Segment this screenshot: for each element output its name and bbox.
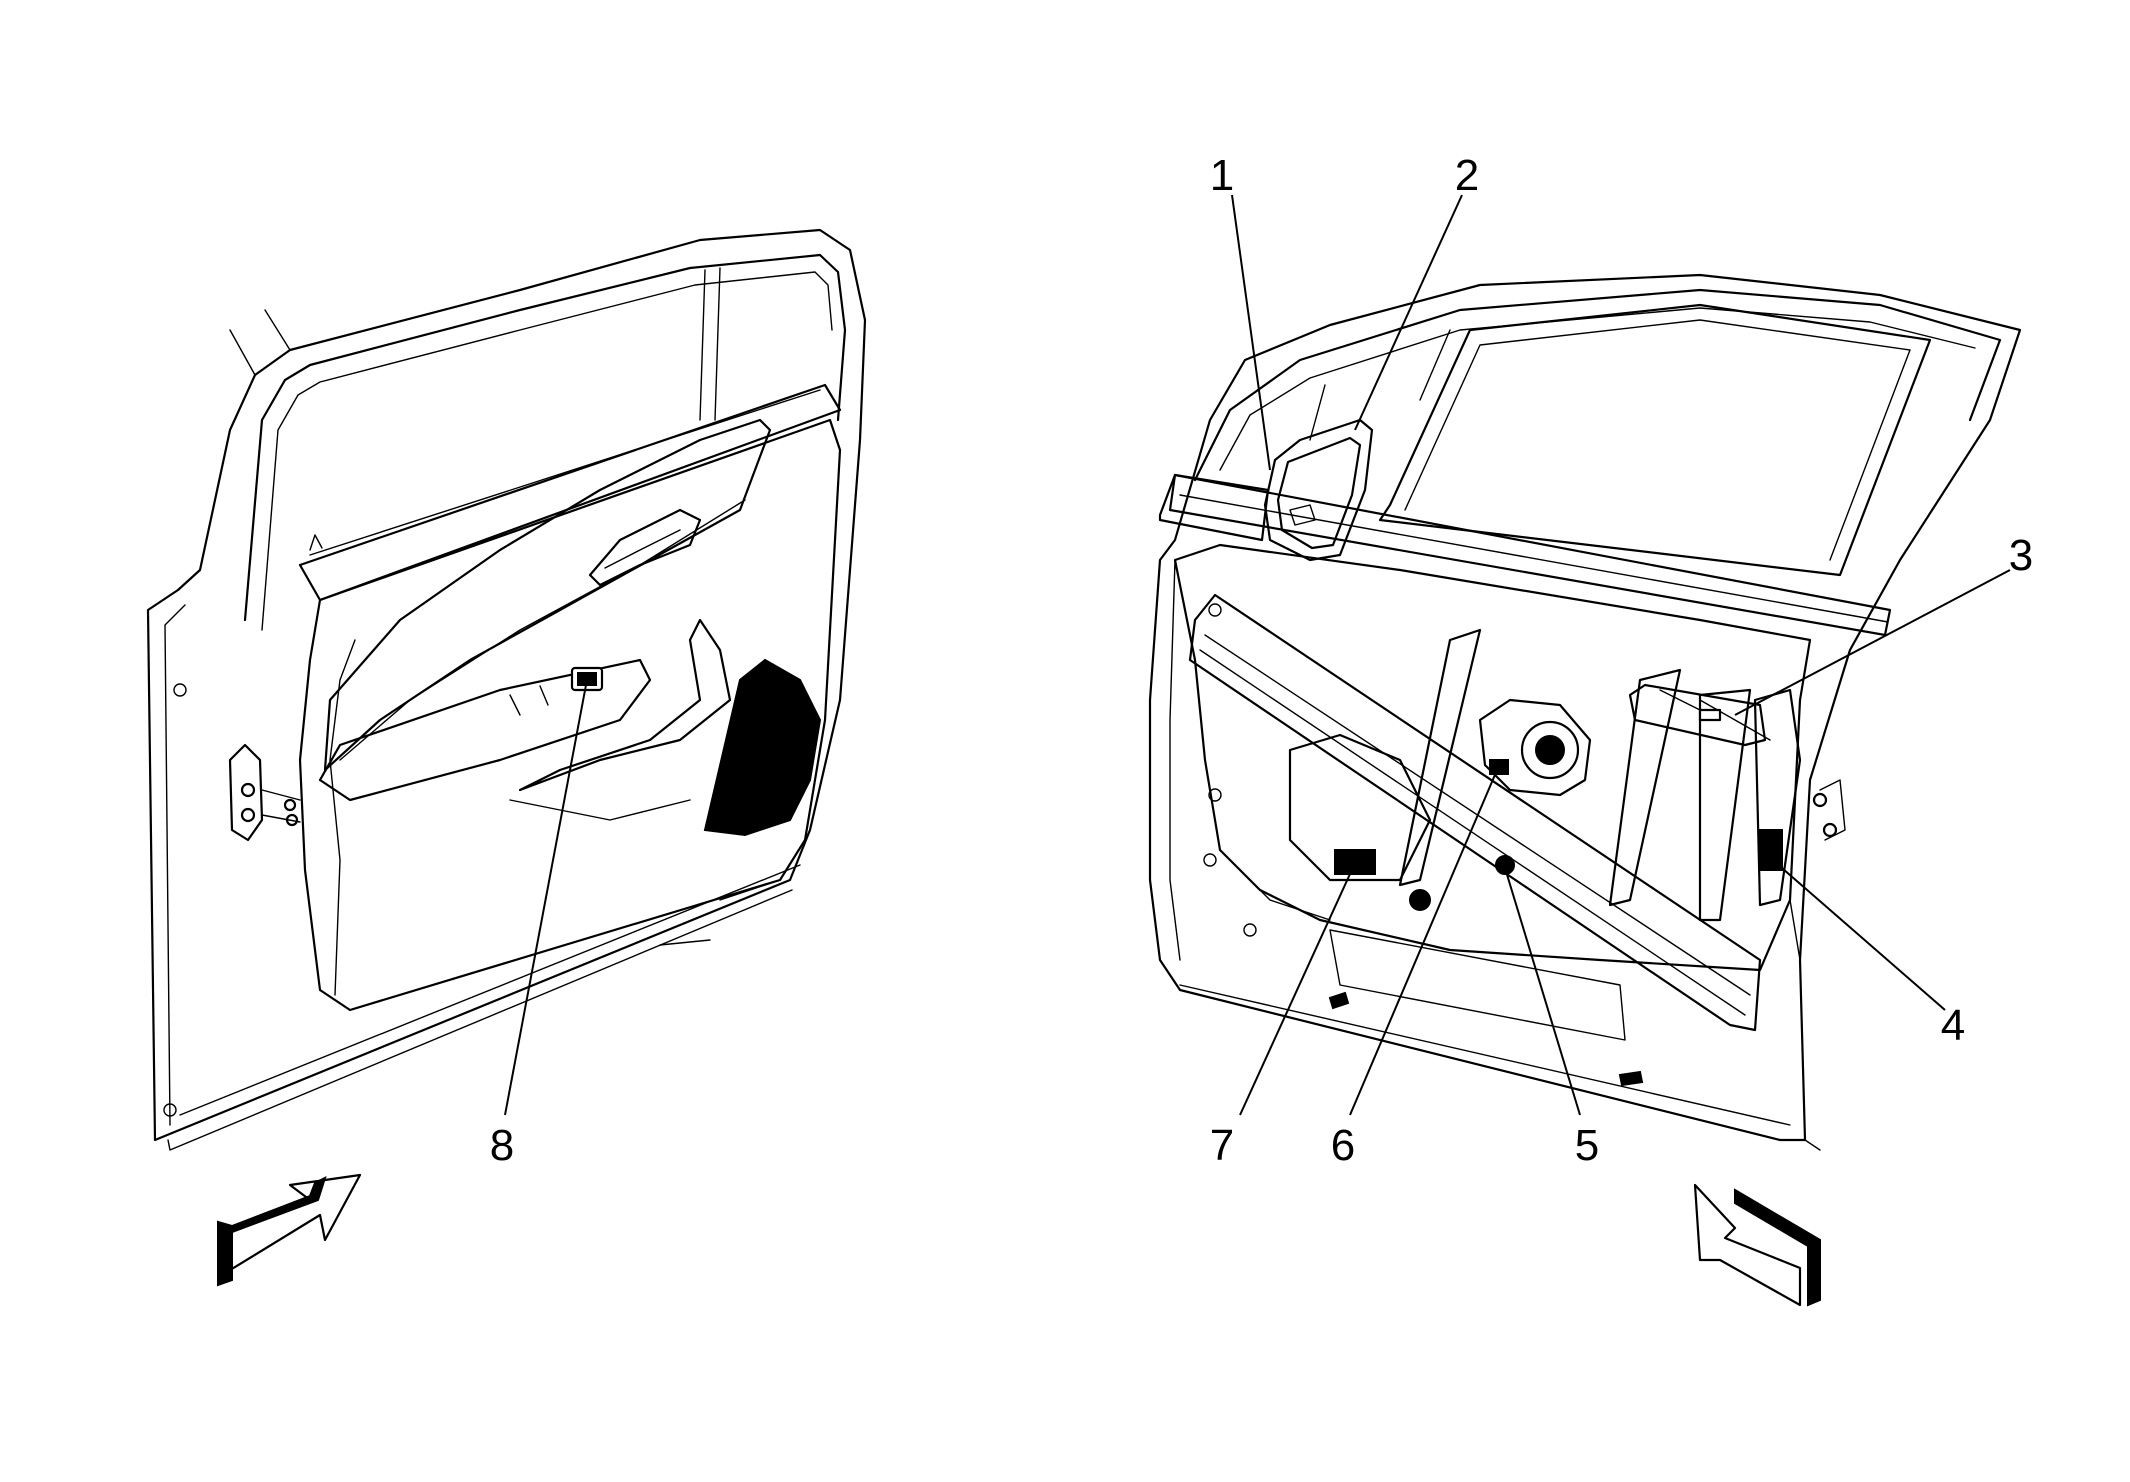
speaker-grille — [703, 658, 822, 837]
leader-line-6 — [1349, 769, 1498, 1116]
door-inner-panel — [1173, 543, 1812, 972]
callout-6: 6 — [1331, 1121, 1355, 1170]
door-outer-shell-right — [1148, 273, 2022, 1142]
outside-handle-bracket — [1628, 683, 1767, 747]
door-lock-actuator — [1753, 688, 1838, 907]
view-direction-arrow-icon-right — [1693, 1183, 1821, 1307]
outside-mirror — [1263, 418, 1374, 562]
door-outer-shell — [146, 228, 867, 1142]
leader-lines — [504, 194, 2011, 1116]
window-frame — [243, 253, 847, 622]
leader-line-8 — [504, 684, 587, 1116]
window-regulator — [1398, 628, 1771, 922]
callout-4: 4 — [1941, 1001, 1965, 1050]
callout-labels: 1 2 3 4 5 6 7 8 — [490, 151, 2033, 1170]
trim-panel — [298, 418, 842, 1012]
hinge-assembly — [228, 743, 301, 842]
impact-beam — [1188, 593, 1762, 1032]
leader-line-7 — [1239, 862, 1356, 1116]
leader-line-3 — [1734, 569, 2011, 716]
callout-3: 3 — [2009, 531, 2033, 580]
view-direction-arrow-icon — [217, 1173, 362, 1287]
window-frame-right — [1193, 288, 2002, 482]
leader-line-2 — [1354, 194, 1463, 431]
armrest — [323, 418, 772, 772]
mounting-bolt — [1495, 855, 1515, 875]
map-pocket — [518, 618, 732, 792]
leader-line-1 — [1231, 194, 1271, 471]
speaker-mount — [1288, 733, 1432, 911]
window-glass — [1378, 303, 1932, 577]
leader-line-5 — [1504, 867, 1581, 1116]
callout-1: 1 — [1210, 151, 1234, 200]
window-regulator-motor — [1478, 698, 1592, 797]
callout-2: 2 — [1455, 151, 1479, 200]
door-inner-structure-view — [1148, 273, 2022, 1307]
leader-line-4 — [1774, 861, 1946, 1011]
switch-bezel — [318, 658, 652, 802]
callout-7: 7 — [1210, 1121, 1234, 1170]
door-handle — [588, 508, 702, 587]
door-trim-panel-view — [146, 228, 867, 1287]
callout-8: 8 — [490, 1121, 514, 1170]
callout-5: 5 — [1575, 1121, 1599, 1170]
